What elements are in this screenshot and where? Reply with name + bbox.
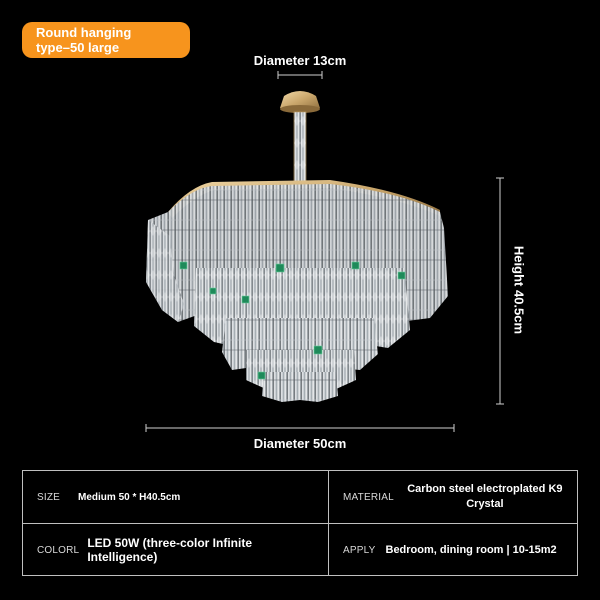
apply-label: APPLY (343, 544, 376, 556)
size-label: SIZE (37, 491, 61, 503)
size-cell: SIZE Medium 50 * H40.5cm (37, 471, 317, 523)
lower-crystal-tiers (222, 318, 378, 402)
spec-table: SIZE Medium 50 * H40.5cm MATERIAL Carbon… (22, 470, 578, 576)
product-type-badge: Round hanging type–50 large (22, 22, 190, 58)
ceiling-canopy (280, 91, 320, 113)
body-diameter-label: Diameter 50cm (253, 436, 347, 451)
height-dimension-line (496, 177, 504, 405)
spec-row-2: COLORL LED 50W (three-color Infinite Int… (23, 524, 577, 576)
canopy-diameter-label: Diameter 13cm (253, 53, 347, 68)
badge-line-2: type–50 large (36, 40, 120, 55)
apply-value: Bedroom, dining room | 10-15m2 (385, 544, 557, 556)
table-divider (328, 471, 329, 575)
material-label: MATERIAL (343, 491, 394, 503)
material-value: Carbon steel electroplated K9 Crystal (407, 483, 563, 510)
badge-line-1: Round hanging (36, 25, 132, 40)
color-label: COLORL (37, 544, 80, 556)
apply-cell: APPLY Bedroom, dining room | 10-15m2 (343, 524, 578, 576)
canopy-dimension-line (277, 71, 323, 79)
color-value: LED 50W (three-color Infinite Intelligen… (87, 536, 253, 564)
color-cell: COLORL LED 50W (three-color Infinite Int… (37, 524, 322, 576)
size-value: Medium 50 * H40.5cm (78, 491, 181, 503)
body-dimension-line (145, 424, 455, 432)
spec-row-1: SIZE Medium 50 * H40.5cm MATERIAL Carbon… (23, 471, 577, 524)
emerald-crystals (179, 261, 406, 380)
crystal-chain (293, 111, 307, 185)
material-cell: MATERIAL Carbon steel electroplated K9 C… (343, 471, 573, 523)
